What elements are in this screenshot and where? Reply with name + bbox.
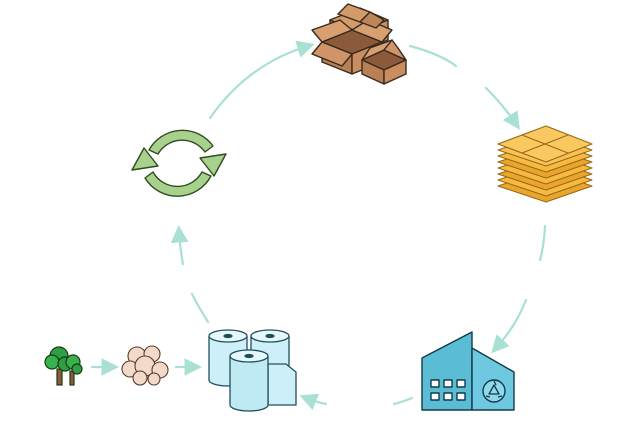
recycling-factory-icon bbox=[421, 331, 515, 411]
arrow-factory-to-rolls bbox=[299, 393, 328, 411]
trees-icon bbox=[44, 346, 83, 386]
arrow-rolls-to-recycle bbox=[170, 224, 189, 266]
cycle-arrows bbox=[90, 40, 547, 411]
arrow-factory-to-rolls-start bbox=[392, 396, 414, 406]
recycle-arrows-icon bbox=[131, 129, 227, 197]
arrow-rolls-to-recycle-start bbox=[190, 292, 210, 324]
paper-rolls-icon bbox=[208, 329, 297, 412]
pulp-icon bbox=[121, 345, 169, 386]
recycle-symbol-icon bbox=[485, 380, 503, 398]
arrow-boxes-to-stack bbox=[484, 86, 520, 130]
arrow-boxes-to-stack-start bbox=[408, 44, 458, 68]
arrow-recycle-to-boxes bbox=[208, 40, 315, 120]
arrow-stack-to-factory bbox=[491, 298, 528, 354]
arrow-stack-to-factory-start bbox=[538, 224, 547, 262]
cardboard-boxes-icon bbox=[311, 3, 407, 85]
flattened-cardboard-stack-icon bbox=[497, 125, 593, 203]
